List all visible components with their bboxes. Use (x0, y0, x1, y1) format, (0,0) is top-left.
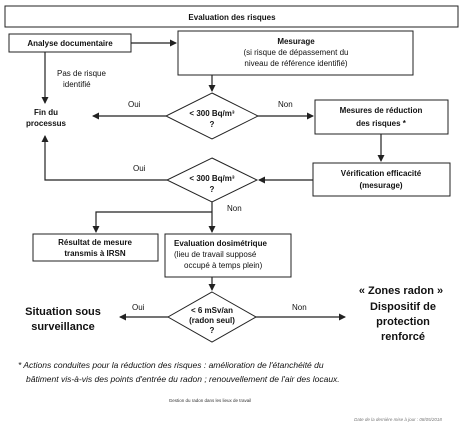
evaluation-line2: (lieu de travail supposé (174, 250, 257, 259)
oui-label-3: Oui (132, 303, 145, 312)
evaluation-line1: Evaluation dosimétrique (174, 239, 267, 248)
analyse-documentaire-box: Analyse documentaire (8, 33, 132, 53)
verification-box: Vérification efficacité (mesurage) (312, 162, 451, 197)
mesures-reduction-box: Mesures de réduction des risques * (314, 99, 449, 135)
pas-de-risque-line1: Pas de risque (57, 69, 106, 78)
situation-surveillance-outcome: Situation sous surveillance (25, 306, 101, 333)
pas-de-risque-line2: identifié (63, 80, 91, 89)
mesurage-line2: (si risque de dépassement du (244, 48, 349, 57)
decision2-line1: < 300 Bq/m³ (189, 174, 234, 183)
non-label-2: Non (227, 204, 242, 213)
situation-line1: Situation sous (25, 306, 101, 318)
dispositif-line1: Dispositif de (370, 301, 436, 313)
decision1-diamond: < 300 Bq/m³ ? (164, 92, 260, 140)
mesurage-line3: niveau de référence identifié) (244, 59, 348, 68)
fin-line2: processus (26, 119, 67, 128)
title-text: Evaluation des risques (188, 13, 276, 22)
non-label-3: Non (292, 303, 307, 312)
dispositif-line2: protection (376, 316, 430, 328)
verification-line2: (mesurage) (359, 181, 402, 190)
fin-line1: Fin du (34, 108, 58, 117)
evaluation-dosimetrique-box: Evaluation dosimétrique (lieu de travail… (164, 233, 292, 278)
decision3-line2: (radon seul) (189, 316, 235, 325)
mesures-line1: Mesures de réduction (340, 106, 423, 115)
dispositif-line3: renforcé (381, 331, 425, 343)
mesures-line2: des risques * (356, 119, 407, 128)
decision3-line3: ? (210, 326, 215, 335)
analyse-label: Analyse documentaire (27, 39, 113, 48)
evaluation-line3: occupé à temps plein) (184, 261, 263, 270)
footnote-line1: * Actions conduites pour la réduction de… (18, 360, 324, 370)
figure-caption: Gestion du radon dans les lieux de trava… (169, 398, 252, 403)
zones-radon-label: « Zones radon » (359, 285, 443, 297)
arrow-split-to-resultat (92, 211, 212, 233)
oui-label-1: Oui (128, 100, 141, 109)
dispositif-protection-outcome: « Zones radon » Dispositif de protection… (359, 285, 443, 343)
mesurage-line1: Mesurage (277, 37, 315, 46)
title-box: Evaluation des risques (4, 5, 459, 28)
resultat-mesure-box: Résultat de mesure transmis à IRSN (32, 233, 159, 262)
footnote-line2: bâtiment vis-à-vis des points d'entrée d… (26, 374, 340, 384)
decision2-diamond: < 300 Bq/m³ ? (165, 157, 259, 203)
decision3-line1: < 6 mSv/an (191, 306, 233, 315)
verification-line1: Vérification efficacité (341, 169, 422, 178)
decision1-line1: < 300 Bq/m³ (189, 109, 234, 118)
mesurage-box: Mesurage (si risque de dépassement du ni… (177, 30, 414, 76)
resultat-line2: transmis à IRSN (64, 249, 126, 258)
situation-line2: surveillance (31, 321, 95, 333)
resultat-line1: Résultat de mesure (58, 238, 132, 247)
arrow-decision2-oui-to-fin (41, 135, 167, 181)
update-date: Date de la dernière mise à jour : 08/05/… (354, 417, 442, 422)
fin-processus: Fin du processus (26, 108, 67, 128)
decision1-line2: ? (210, 120, 215, 129)
decision3-diamond: < 6 mSv/an (radon seul) ? (166, 291, 258, 343)
decision2-line2: ? (210, 185, 215, 194)
oui-label-2: Oui (133, 164, 146, 173)
non-label-1: Non (278, 100, 293, 109)
